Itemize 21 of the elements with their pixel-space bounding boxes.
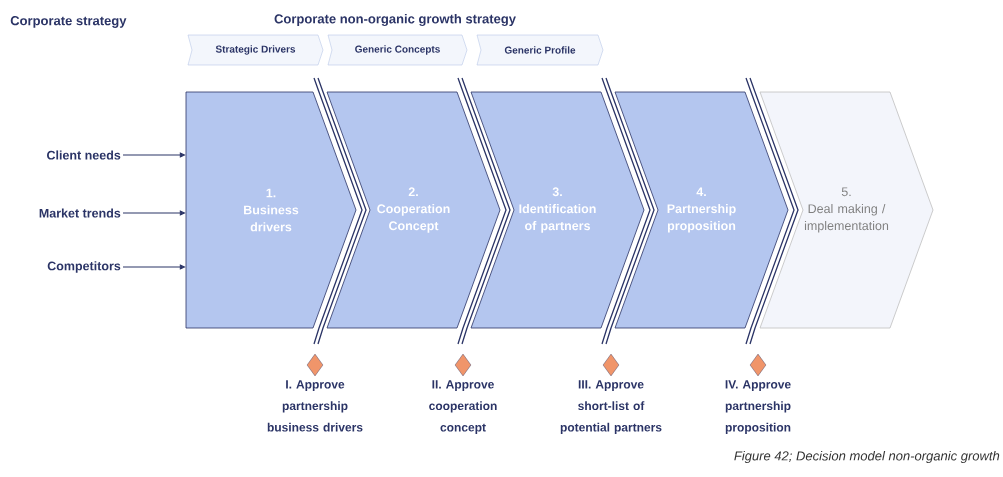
phase-tag: Strategic Drivers: [187, 34, 324, 66]
milestone-label: III. Approve short-list of potential partners: [560, 380, 662, 434]
milestone-label: II. Approve cooperation concept: [429, 380, 497, 434]
arrow: [122, 152, 185, 158]
heading: Corporate strategy: [10, 16, 127, 28]
phase-tag: Generic Concepts: [327, 34, 468, 66]
heading: Corporate non-organic growth strategy: [274, 13, 516, 27]
arrow: [122, 264, 185, 270]
milestone-label: I. Approve partnership business drivers: [267, 380, 363, 432]
process-step: 4. Partnership proposition: [614, 91, 789, 329]
process-step: 2. Cooperation Concept: [326, 91, 501, 329]
input-label: Competitors: [47, 261, 121, 273]
process-step: 5. Deal making / implementation: [759, 91, 934, 329]
arrow: [122, 210, 185, 216]
input-label: Client needs: [47, 150, 121, 160]
milestone-label: IV. Approve partnership proposition: [725, 380, 791, 434]
process-step: 3. Identification of partners: [470, 91, 645, 329]
process-step: 1. Business drivers: [185, 91, 357, 329]
caption: Figure 42; Decision model non-organic growth: [734, 450, 1000, 464]
input-label: Market trends: [39, 208, 121, 218]
phase-tag: Generic Profile: [476, 34, 604, 66]
